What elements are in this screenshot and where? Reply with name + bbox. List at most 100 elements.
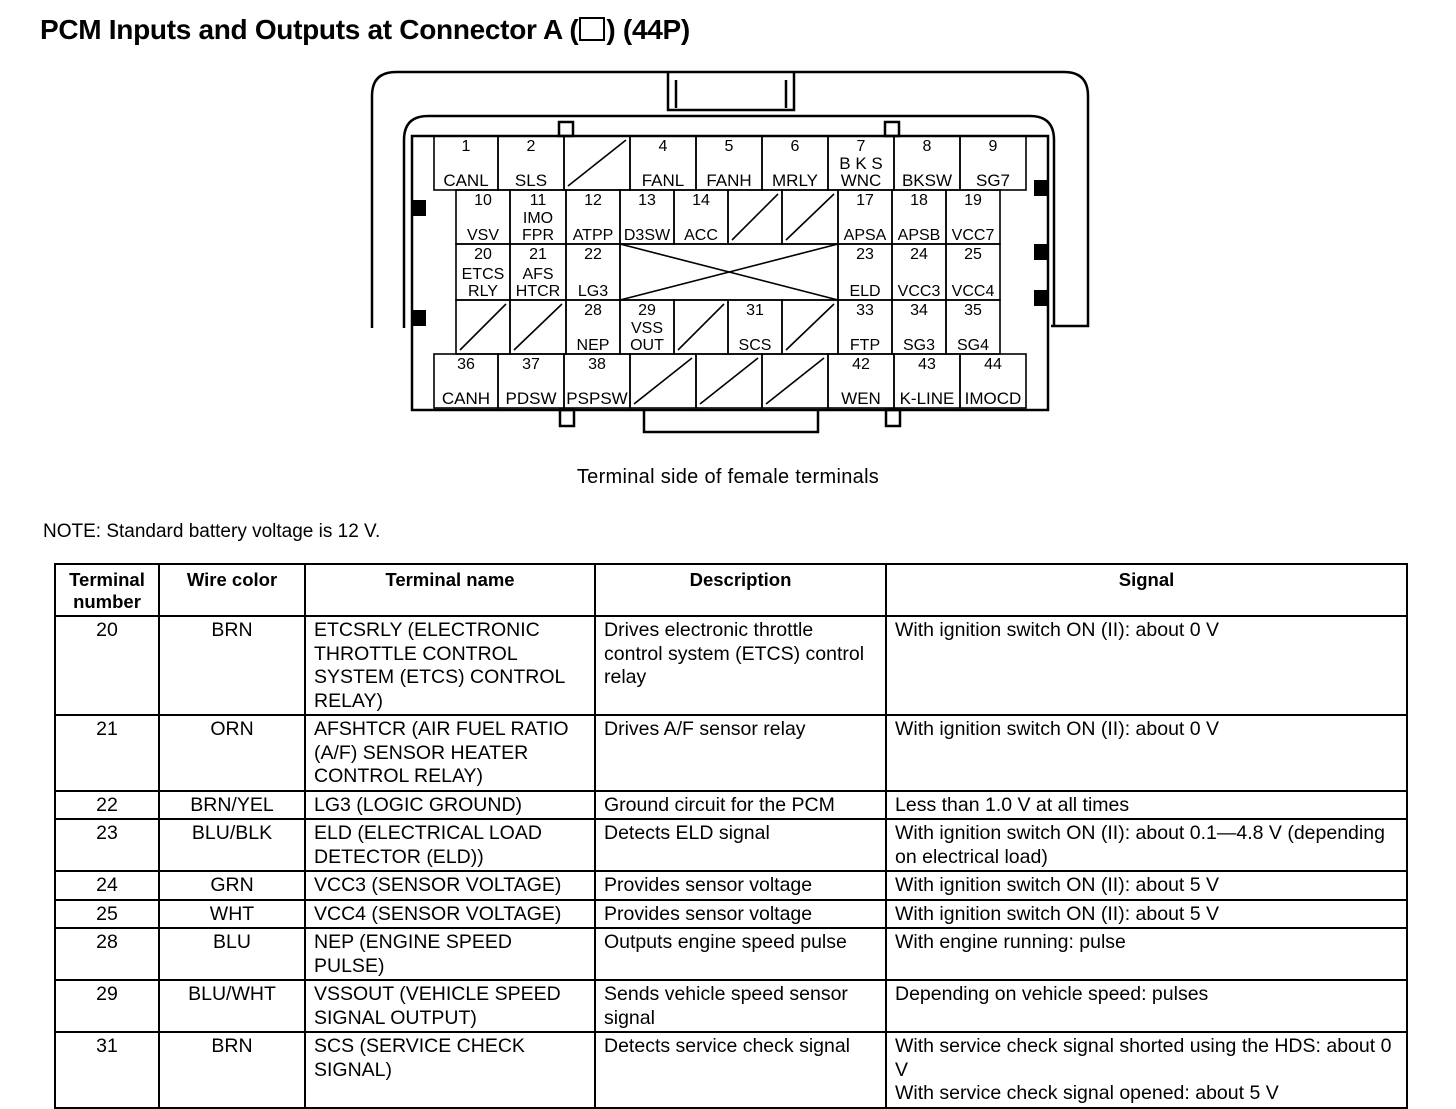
terminal-name: PDSW (506, 389, 557, 408)
signal-cell: With ignition switch ON (II): about 5 V (885, 870, 1408, 901)
terminal-name-cell: NEP (ENGINE SPEED PULSE) (304, 927, 596, 981)
terminal-name: LG3 (578, 283, 608, 300)
description-cell: Provides sensor voltage (594, 870, 887, 901)
diagram-caption: Terminal side of female terminals (576, 466, 880, 488)
terminal-number: 42 (852, 356, 870, 373)
terminal-number: 43 (918, 356, 936, 373)
wire-color-cell: GRN (158, 870, 306, 901)
terminal-name: SCS (739, 337, 772, 354)
terminal-number: 22 (584, 246, 602, 263)
terminal-name: VCC4 (952, 283, 995, 300)
terminal-number: 21 (529, 246, 547, 263)
terminal-name: ATPP (573, 227, 614, 244)
blank-cavity-cross (619, 243, 839, 301)
terminal-name: FPR (522, 227, 554, 244)
terminal-name: ACC (684, 227, 718, 244)
terminal-name: VSV (467, 227, 499, 244)
page-title: PCM Inputs and Outputs at Connector A ()… (40, 14, 690, 46)
terminal-number: 9 (989, 138, 998, 155)
terminal-name: SG3 (903, 337, 935, 354)
signal-cell: With engine running: pulse (885, 927, 1408, 981)
terminal-number: 36 (457, 356, 475, 373)
signal-cell: With service check signal shorted using … (885, 1031, 1408, 1109)
description-cell: Detects service check signal (594, 1031, 887, 1109)
terminal-number: 14 (692, 192, 710, 209)
terminal-name: SG7 (976, 171, 1010, 190)
description-cell: Outputs engine speed pulse (594, 927, 887, 981)
signal-cell: Depending on vehicle speed: pulses (885, 979, 1408, 1033)
description-cell: Drives electronic throttle control syste… (594, 615, 887, 716)
blank-cavity-slash (785, 303, 835, 351)
terminal-number: 2 (527, 138, 536, 155)
signal-cell: With ignition switch ON (II): about 0 V (885, 615, 1408, 716)
note: NOTE: Standard battery voltage is 12 V. (43, 521, 381, 542)
header-description: Description (594, 563, 887, 617)
terminal-name: VSS (631, 320, 663, 337)
blank-cavity-slash (677, 303, 725, 351)
terminal-name: B K S (839, 154, 882, 173)
blank-cavity-slash (699, 357, 759, 405)
blank-cavity-slash (785, 193, 835, 241)
terminal-name: SG4 (957, 337, 989, 354)
terminal-number: 4 (659, 138, 668, 155)
terminal-name: FANH (706, 171, 751, 190)
terminal-number: 6 (791, 138, 800, 155)
terminal-name: VCC7 (952, 227, 995, 244)
terminal-number: 19 (964, 192, 982, 209)
terminal-number: 28 (584, 302, 602, 319)
signal-cell: With ignition switch ON (II): about 0.1—… (885, 818, 1408, 872)
signal-cell: With ignition switch ON (II): about 0 V (885, 714, 1408, 792)
terminal-number: 31 (746, 302, 764, 319)
blank-cavity-slash (513, 303, 563, 351)
signal-cell: With ignition switch ON (II): about 5 V (885, 898, 1408, 929)
header-terminal-number: Terminal number (54, 563, 160, 617)
terminal-name-cell: ETCSRLY (ELECTRONIC THROTTLE CONTROL SYS… (304, 615, 596, 716)
terminal-name: ETCS (462, 266, 505, 283)
terminal-number-cell: 21 (54, 714, 160, 792)
terminal-number: 12 (584, 192, 602, 209)
terminal-name-cell: VCC4 (SENSOR VOLTAGE) (304, 898, 596, 929)
terminal-number: 18 (910, 192, 928, 209)
terminal-number: 44 (984, 356, 1002, 373)
terminal-name: CANL (443, 171, 488, 190)
terminal-name: WNC (841, 171, 882, 190)
terminal-name: HTCR (516, 283, 560, 300)
signal-cell: Less than 1.0 V at all times (885, 789, 1408, 820)
terminal-signal-table: Terminal number Wire color Terminal name… (54, 563, 1408, 1109)
terminal-number: 7 (857, 138, 866, 155)
terminal-cavity (959, 353, 1027, 409)
terminal-number: 25 (964, 246, 982, 263)
table-header-row: Terminal number Wire color Terminal name… (54, 563, 1408, 617)
connector-latches (412, 180, 1048, 326)
terminal-name: AFS (522, 266, 553, 283)
terminal-number-cell: 23 (54, 818, 160, 872)
description-cell: Ground circuit for the PCM (594, 789, 887, 820)
wire-color-cell: BLU (158, 927, 306, 981)
wire-color-cell: ORN (158, 714, 306, 792)
terminal-number-cell: 24 (54, 870, 160, 901)
terminal-name: ELD (849, 283, 880, 300)
terminal-name: CANH (442, 389, 490, 408)
terminal-number-cell: 22 (54, 789, 160, 820)
terminal-number: 17 (856, 192, 874, 209)
terminal-name: IMO (523, 210, 553, 227)
terminal-number: 34 (910, 302, 928, 319)
terminal-name: APSA (844, 227, 887, 244)
wire-color-cell: BRN (158, 1031, 306, 1109)
terminal-number: 20 (474, 246, 492, 263)
blank-cavity-slash (731, 193, 779, 241)
terminal-name-cell: LG3 (LOGIC GROUND) (304, 789, 596, 820)
wire-color-cell: BRN (158, 615, 306, 716)
terminal-number-cell: 20 (54, 615, 160, 716)
terminal-number: 38 (588, 356, 606, 373)
terminal-number: 11 (530, 192, 547, 209)
terminal-number: 37 (522, 356, 540, 373)
terminal-number: 10 (474, 192, 492, 209)
